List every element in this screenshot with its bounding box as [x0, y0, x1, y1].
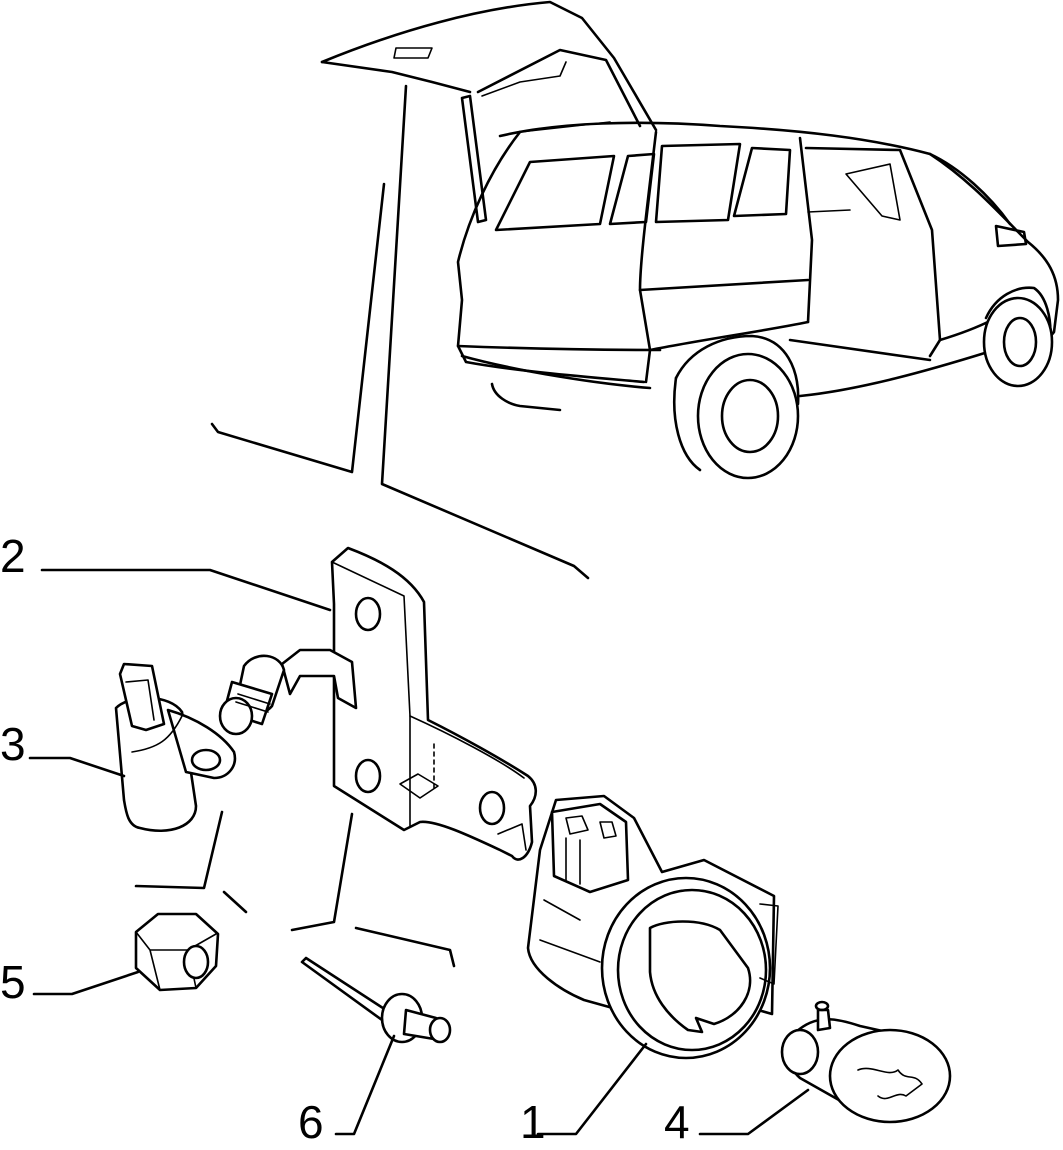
callout-3: 3 — [0, 718, 26, 770]
part-6-leader-bracket-b — [354, 926, 456, 968]
pin-part-6 — [300, 956, 452, 1044]
callout-4: 4 — [664, 1096, 690, 1148]
callout-labels: 2 3 5 6 1 4 — [0, 530, 690, 1148]
callout-2: 2 — [0, 530, 26, 582]
vehicle-illustration — [320, 0, 1060, 480]
leader-2 — [40, 568, 332, 612]
leader-5 — [32, 970, 140, 996]
part-3-leader-bracket — [134, 810, 224, 890]
callout-5: 5 — [0, 956, 26, 1008]
bulb-part-4 — [780, 1000, 952, 1124]
rear-wheel — [672, 334, 800, 480]
section-leader-lines — [210, 84, 590, 580]
l-bracket-part-2 — [330, 546, 538, 861]
part-6-leader-bracket — [290, 812, 354, 932]
callout-1: 1 — [520, 1096, 546, 1148]
switch-bolt — [218, 648, 358, 736]
callout-leaders — [28, 568, 810, 1136]
leader-3 — [28, 756, 126, 778]
leader-1 — [536, 1042, 648, 1136]
leader-4 — [698, 1088, 810, 1136]
nut-part-5 — [134, 912, 220, 992]
switch-part-3 — [114, 662, 237, 833]
callout-6: 6 — [298, 1096, 324, 1148]
front-wheel — [982, 286, 1054, 388]
lamp-holder-part-1 — [526, 794, 779, 1060]
part-3-leader-bracket-b — [222, 890, 248, 914]
leader-6 — [334, 1034, 396, 1136]
